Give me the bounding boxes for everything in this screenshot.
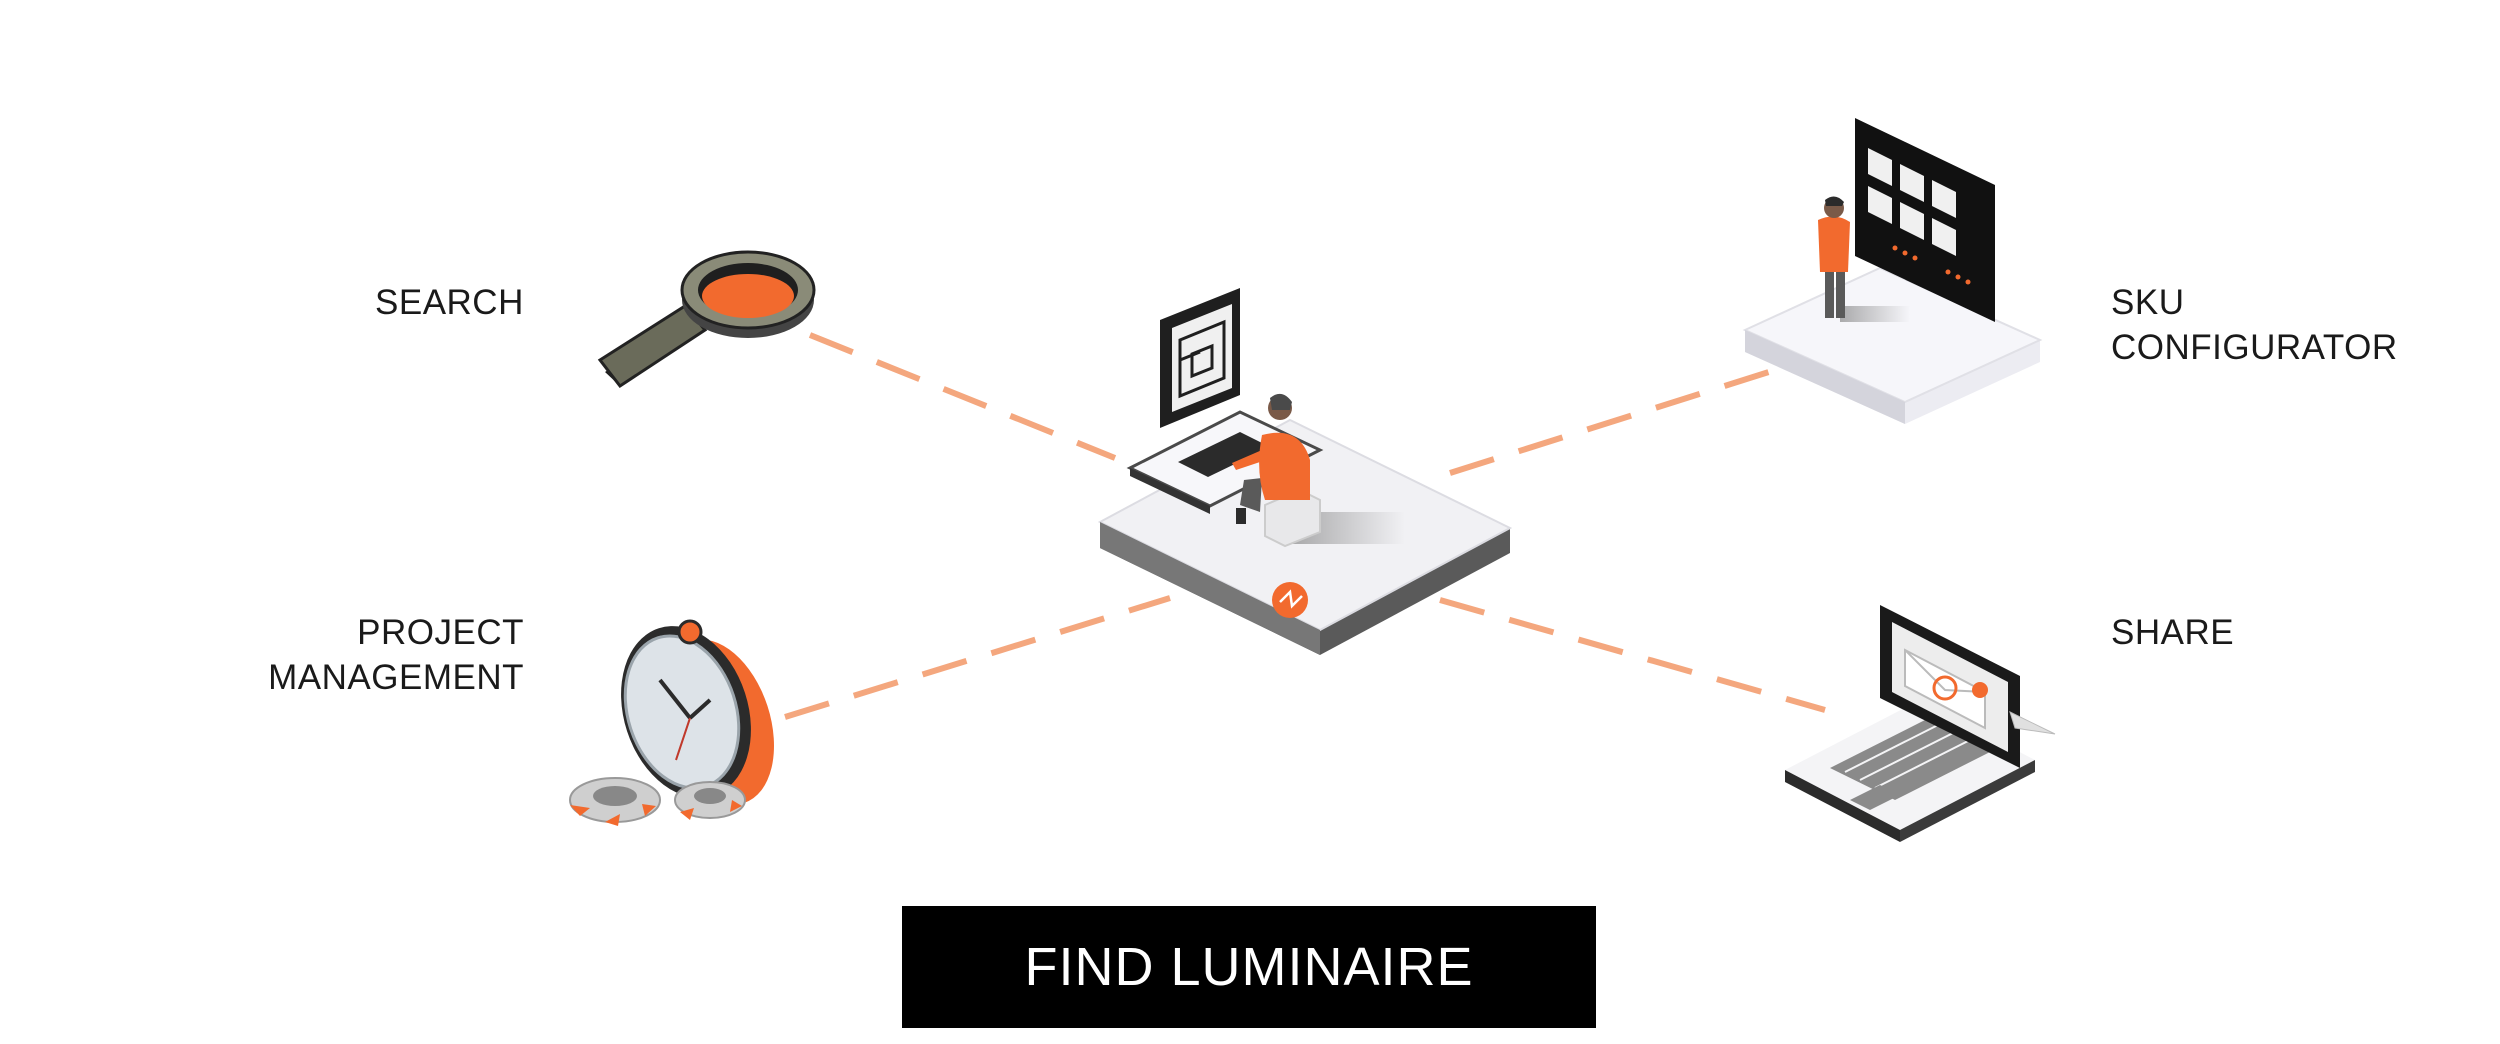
magnifying-glass-icon [597,250,816,389]
stopwatch-gears-icon [569,619,774,826]
label-sku-configurator-line1: SKU [2111,283,2185,322]
label-sku-configurator-line2: CONFIGURATOR [2111,328,2398,367]
label-share: SHARE [2111,610,2234,655]
connector-sku-configurator [1449,367,1776,476]
label-project-management-line1: PROJECT [357,613,524,652]
connector-share [1439,597,1826,713]
label-search: SEARCH [375,280,523,325]
label-share-line: SHARE [2111,613,2235,652]
label-project-management: PROJECT MANAGEMENT [252,610,524,700]
connector-lines [784,332,1826,720]
find-luminaire-button[interactable]: FIND LUMINAIRE [902,906,1596,1028]
connector-search [808,332,1117,461]
connector-project-management [784,595,1171,720]
laptop-email-icon [1785,605,2056,842]
label-search-line: SEARCH [375,283,524,322]
configurator-screen-icon [1742,118,2043,424]
workstation-platform-icon [1097,288,1513,655]
label-sku-configurator: SKU CONFIGURATOR [2111,280,2398,370]
label-project-management-line2: MANAGEMENT [268,658,524,697]
